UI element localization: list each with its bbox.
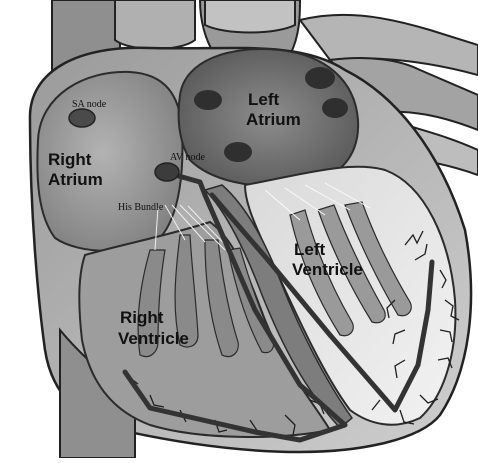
his-bundle-label: His Bundle xyxy=(118,202,163,213)
right-ventricle-label-line1: Right xyxy=(120,308,163,327)
left-atrium-label-line1: Left xyxy=(248,90,279,109)
vessel-opening-top xyxy=(115,0,195,49)
av-node xyxy=(155,163,179,181)
pulmonary-vein-opening-3 xyxy=(322,98,348,118)
right-ventricle-label-line2: Ventricle xyxy=(118,329,189,348)
vessel-opening-right xyxy=(205,0,295,33)
av-node-label: AV node xyxy=(170,152,205,163)
sa-node-label: SA node xyxy=(72,99,106,110)
pulmonary-vein-opening-4 xyxy=(224,142,252,162)
pulmonary-vein-opening-2 xyxy=(305,67,335,89)
sa-node xyxy=(69,109,95,127)
left-ventricle-label-line2: Ventricle xyxy=(292,260,363,279)
right-atrium-label-line2: Atrium xyxy=(48,170,103,189)
left-ventricle-label-line1: Left xyxy=(294,240,325,259)
pulmonary-vein-opening-1 xyxy=(194,90,222,110)
right-atrium-label-line1: Right xyxy=(48,150,91,169)
left-atrium-label-line2: Atrium xyxy=(246,110,301,129)
